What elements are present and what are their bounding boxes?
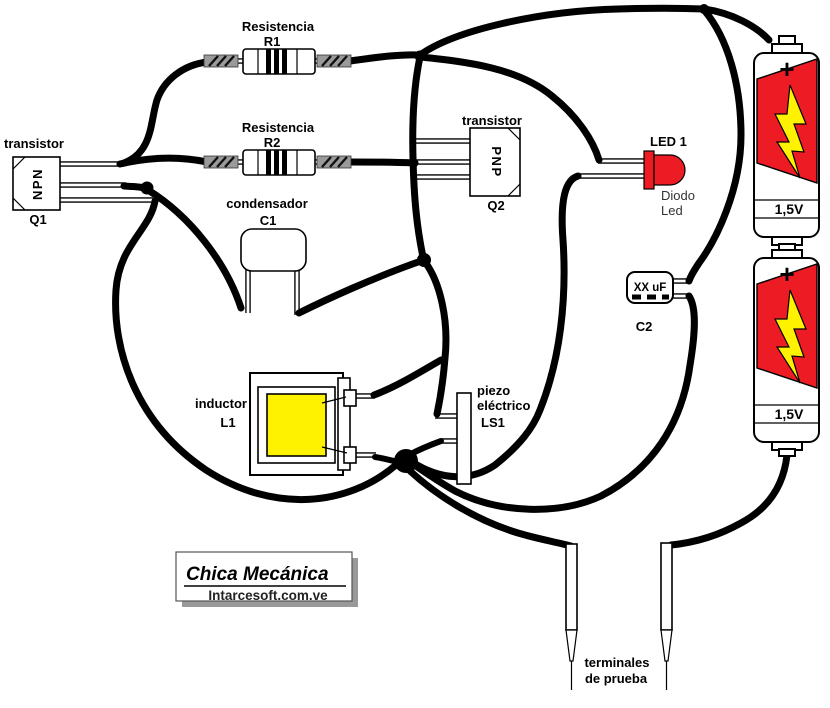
wire-j3-to-ls1-top — [421, 258, 450, 418]
left-probe-tip — [565, 629, 578, 662]
label-ls1-ref: LS1 — [481, 415, 505, 430]
wire-right-rail-to-c2 — [685, 6, 745, 285]
wire-base-to-c1 — [120, 182, 245, 312]
hookup-wires — [112, 4, 791, 550]
battery-2-lightning-icon — [774, 289, 807, 384]
label-q2-ref: Q2 — [487, 198, 504, 213]
left-probe-body — [565, 543, 578, 631]
wire-r2-left — [116, 154, 211, 168]
led1-flange — [643, 150, 655, 190]
junction-dot — [699, 4, 709, 14]
junction-dots — [140, 4, 709, 473]
label-r1-type: Resistencia — [242, 19, 315, 34]
wire-j2-to-left-probe — [405, 466, 575, 550]
transistor-q1-body — [12, 156, 61, 211]
capacitor-c1-body — [240, 228, 307, 272]
label-c2-value: XX uF — [634, 282, 667, 294]
label-q2-type: transistor — [462, 113, 522, 128]
battery-2-bottom-nub — [778, 448, 796, 457]
label-led1-type-line2: Led — [661, 203, 683, 218]
inductor-l1-bottom-tab — [343, 446, 357, 464]
labels: transistor Q1 Resistencia R1 Resistencia… — [4, 19, 804, 686]
wire-c1-right — [295, 257, 425, 317]
resistor-r2 — [203, 149, 352, 176]
battery-2 — [753, 243, 820, 457]
wire-c2-bottom — [409, 292, 698, 513]
label-l1-ref: L1 — [220, 415, 235, 430]
label-led1-name: LED 1 — [650, 134, 687, 149]
brand-box-frame — [175, 551, 353, 602]
junction-dot — [394, 449, 418, 473]
junction-dot — [409, 158, 419, 168]
wire-to-battery-plus — [700, 5, 773, 44]
label-l1-type: inductor — [195, 396, 247, 411]
brand-title: Chica Mecánica — [186, 564, 329, 585]
label-c1-ref: C1 — [260, 213, 277, 228]
inductor-l1 — [249, 372, 357, 476]
junction-dot — [140, 181, 154, 195]
inductor-l1-winding — [266, 393, 327, 457]
label-q1-ref: Q1 — [29, 212, 46, 227]
battery-1-polarity: + — [779, 54, 794, 84]
wire-top-rail — [416, 4, 708, 59]
brand-box: Chica Mecánica Intarcesoft.com.ve — [175, 551, 358, 607]
battery-1-lightning-icon — [774, 84, 807, 179]
led1 — [643, 150, 686, 190]
transistor-q1: NPN — [12, 156, 61, 211]
resistor-r1 — [203, 48, 352, 75]
wire-center-vertical — [409, 53, 427, 261]
label-q1-type: transistor — [4, 136, 64, 151]
wire-battery-minus-to-probe — [667, 451, 791, 549]
transistor-q2-body — [469, 127, 521, 197]
label-ls1-type-line1: piezo — [477, 383, 510, 398]
wire-r1-left — [120, 58, 211, 167]
wire-emitter-big-loop — [112, 197, 400, 504]
led1-body — [653, 154, 686, 186]
junction-dot — [414, 50, 426, 62]
battery-2-polarity: + — [779, 259, 794, 289]
transistor-q2-marking: PNP — [489, 146, 504, 177]
transistor-q2: PNP — [469, 127, 521, 197]
battery-1 — [753, 35, 820, 246]
right-probe-tip — [660, 629, 673, 662]
label-c2-ref: C2 — [636, 319, 653, 334]
label-probes-line1: terminales — [584, 655, 649, 670]
wire-r1-right — [346, 51, 423, 65]
wire-led-anode — [417, 53, 603, 164]
inductor-l1-top-tab — [343, 389, 357, 407]
battery-2-voltage: 1,5V — [775, 406, 804, 422]
label-ls1-type-line2: eléctrico — [477, 398, 531, 413]
transistor-q1-marking: NPN — [30, 168, 45, 200]
label-r1-ref: R1 — [264, 34, 281, 49]
brand-site: Intarcesoft.com.ve — [208, 588, 328, 603]
piezo-ls1-body — [456, 392, 472, 485]
wire-led-cathode — [408, 172, 582, 481]
label-probes-line2: de prueba — [585, 671, 648, 686]
test-probes — [565, 542, 673, 690]
label-c1-type: condensador — [226, 196, 308, 211]
label-r2-ref: R2 — [264, 135, 281, 150]
label-led1-type-line1: Diodo — [661, 188, 695, 203]
wire-r2-right — [346, 158, 418, 167]
wire-l1-top-tab — [370, 356, 445, 399]
label-r2-type: Resistencia — [242, 120, 315, 135]
capacitor-c2 — [626, 271, 674, 304]
battery-1-voltage: 1,5V — [775, 201, 804, 217]
right-probe-body — [660, 542, 673, 631]
junction-dot — [417, 253, 431, 267]
